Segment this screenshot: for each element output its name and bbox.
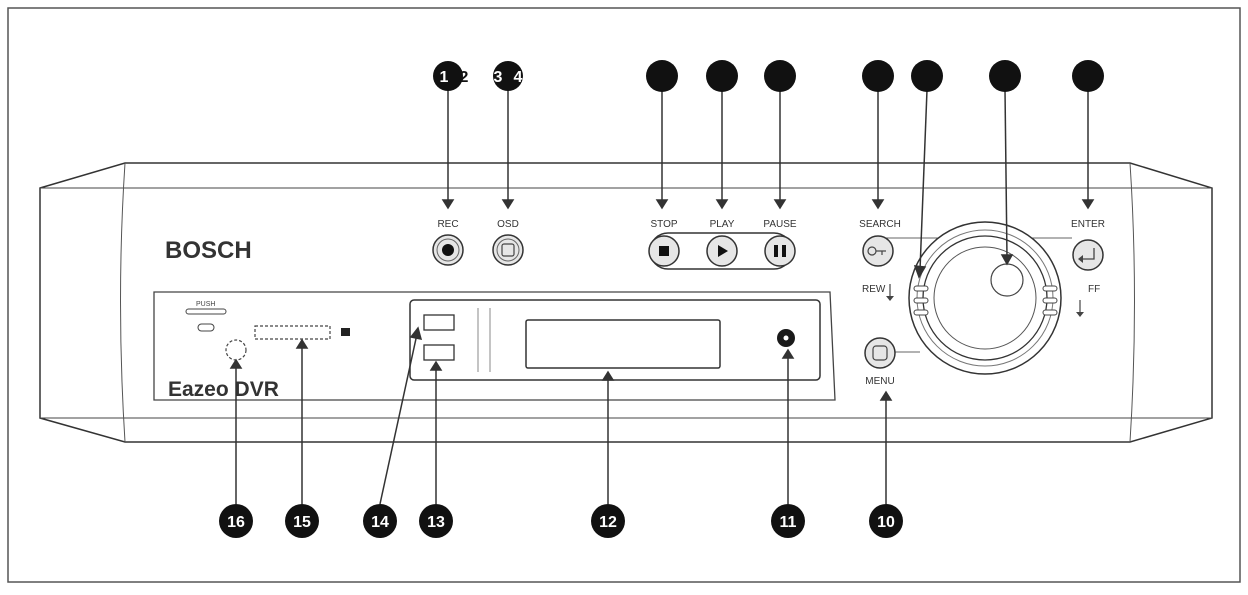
callout-pause — [764, 60, 796, 92]
osd-icon — [501, 243, 515, 257]
pause-button[interactable] — [764, 235, 796, 267]
callout-13-text: 13 — [427, 514, 445, 531]
callout-stop — [646, 60, 678, 92]
rec-icon — [442, 244, 454, 256]
callout-13 — [419, 504, 453, 538]
ff-label: FF — [1088, 284, 1100, 295]
shuttle-speed-marks-right — [1042, 285, 1058, 316]
rew-label: REW — [862, 284, 886, 295]
callout-3-4 — [493, 61, 523, 91]
callout-search — [862, 60, 894, 92]
ir-sensor — [225, 339, 247, 361]
menu-label: MENU — [865, 376, 894, 387]
bottom-callouts: 16 15 14 13 12 11 10 — [219, 504, 903, 538]
stop-label: STOP — [650, 219, 677, 230]
play-icon — [718, 245, 728, 257]
bottom-leader-lines — [229, 326, 893, 505]
rew-arrow-icon — [886, 284, 894, 301]
usb-port-bottom[interactable] — [423, 344, 455, 361]
rec-label: REC — [437, 219, 458, 230]
callout-11 — [771, 504, 805, 538]
callout-enter — [1072, 60, 1104, 92]
callout-play — [706, 60, 738, 92]
callout-1 — [433, 61, 463, 91]
callout-10 — [869, 504, 903, 538]
push-latch[interactable] — [185, 308, 227, 315]
callout-11-text: 11 — [780, 514, 797, 531]
callout-4-text: 4 — [514, 69, 523, 86]
card-slot[interactable] — [254, 325, 331, 340]
callout-16-text: 16 — [227, 514, 245, 531]
callout-2-text: 2 — [460, 69, 469, 86]
jog-dial[interactable] — [933, 246, 1037, 350]
model-label: Eazeo DVR — [168, 378, 279, 401]
enter-icon — [1082, 248, 1095, 260]
callout-10-text: 10 — [877, 514, 895, 531]
search-icon — [867, 246, 886, 256]
menu-icon — [872, 345, 888, 361]
jog-dimple — [990, 263, 1024, 297]
callout-15-text: 15 — [293, 514, 311, 531]
menu-button[interactable] — [864, 337, 896, 369]
eject-slot — [197, 323, 215, 332]
ff-arrow-icon — [1076, 300, 1084, 317]
callout-1-text: 1 — [440, 69, 449, 86]
pause-icon — [774, 245, 778, 257]
enter-button[interactable] — [1072, 239, 1104, 271]
callout-16 — [219, 504, 253, 538]
pause-label: PAUSE — [763, 219, 796, 230]
callout-12-text: 12 — [599, 514, 617, 531]
shuttle-speed-marks-left — [913, 285, 929, 316]
lcd-display — [525, 319, 721, 369]
callout-14-text: 14 — [371, 514, 389, 531]
search-label: SEARCH — [859, 219, 901, 230]
callout-jog — [989, 60, 1021, 92]
push-label: PUSH — [196, 301, 215, 308]
osd-label: OSD — [497, 219, 519, 230]
enter-label: ENTER — [1071, 219, 1105, 230]
brand-label: BOSCH — [165, 237, 252, 264]
play-label: PLAY — [710, 219, 735, 230]
card-slot-led — [341, 328, 350, 336]
callout-shuttle — [911, 60, 943, 92]
top-leader-lines — [441, 89, 1095, 279]
callout-12 — [591, 504, 625, 538]
usb-port-top[interactable] — [423, 314, 455, 331]
callout-3-text: 3 — [494, 69, 503, 86]
callout-15 — [285, 504, 319, 538]
figure-frame — [7, 7, 1241, 583]
stop-icon — [659, 246, 669, 256]
callout-14 — [363, 504, 397, 538]
top-callouts: 1 2 3 4 — [433, 60, 1104, 92]
